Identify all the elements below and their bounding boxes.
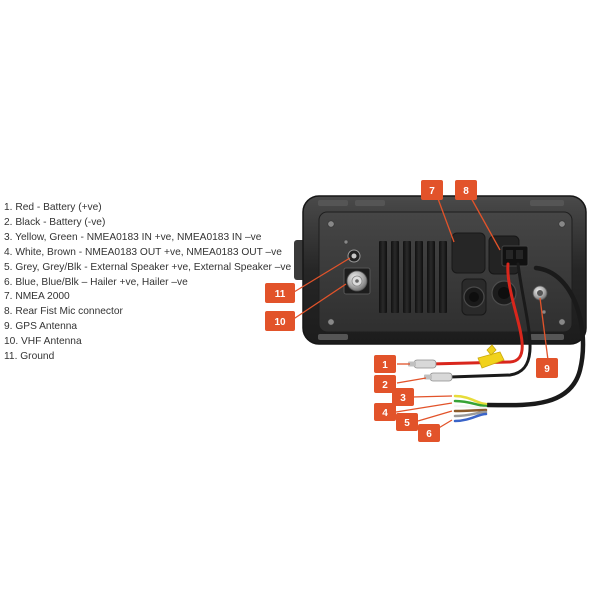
panel-screws <box>327 220 566 326</box>
callout-10: 10 <box>265 311 295 331</box>
callout-5: 5 <box>396 413 418 431</box>
callout-1: 1 <box>374 355 396 373</box>
legend-item-1: 1. Red - Battery (+ve) <box>4 202 102 213</box>
legend-item-6: 6. Blue, Blue/Blk – Hailer +ve, Hailer –… <box>4 276 188 288</box>
svg-text:4: 4 <box>382 408 388 419</box>
callout-3: 3 <box>392 388 414 406</box>
callout-leader-lines <box>291 195 549 433</box>
ground-terminal <box>347 249 361 263</box>
svg-text:3: 3 <box>400 393 406 404</box>
legend-item-7: 7. NMEA 2000 <box>4 291 70 303</box>
legend-item-11: 11. Ground <box>4 351 55 363</box>
callout-4: 4 <box>374 403 396 421</box>
svg-text:6: 6 <box>426 429 432 440</box>
svg-text:11: 11 <box>275 289 286 300</box>
gps-antenna-connector <box>532 285 548 301</box>
legend-item-9: 9. GPS Antenna <box>4 321 78 333</box>
legend-item-8: 8. Rear Fist Mic connector <box>4 306 123 318</box>
inline-fuse-holder <box>477 344 505 369</box>
callout-8: 8 <box>455 180 477 200</box>
svg-text:10: 10 <box>274 317 286 328</box>
connection-legend: 1. Red - Battery (+ve) 2. Black - Batter… <box>4 201 291 365</box>
nmea2000-connector <box>451 232 487 316</box>
heatsink-fins <box>379 241 447 313</box>
svg-text:7: 7 <box>429 186 435 197</box>
legend-item-10: 10. VHF Antenna <box>4 336 82 348</box>
red-power-wire <box>428 262 524 366</box>
red-wire-terminal <box>408 359 437 369</box>
gps-cable <box>485 265 586 408</box>
callout-7: 7 <box>421 180 443 200</box>
svg-text:1: 1 <box>382 360 388 371</box>
housing-ribs <box>318 200 564 340</box>
black-wire-terminal <box>424 372 453 382</box>
power-socket <box>501 245 529 267</box>
callout-11: 11 <box>265 283 295 303</box>
vhf-antenna-connector <box>343 267 371 295</box>
legend-item-4: 4. White, Brown - NMEA0183 OUT +ve, NMEA… <box>4 246 282 258</box>
svg-text:2: 2 <box>382 380 388 391</box>
wiring-harness <box>428 262 586 423</box>
svg-text:9: 9 <box>544 364 550 375</box>
legend-item-3: 3. Yellow, Green - NMEA0183 IN +ve, NMEA… <box>4 231 262 243</box>
legend-item-2: 2. Black - Battery (-ve) <box>4 216 106 228</box>
callout-2: 2 <box>374 375 396 393</box>
black-power-wire <box>448 262 532 379</box>
legend-item-5: 5. Grey, Grey/Blk - External Speaker +ve… <box>4 261 292 273</box>
callout-9: 9 <box>536 358 558 378</box>
callout-6: 6 <box>418 424 440 442</box>
svg-text:5: 5 <box>404 418 410 429</box>
svg-text:8: 8 <box>463 186 469 197</box>
